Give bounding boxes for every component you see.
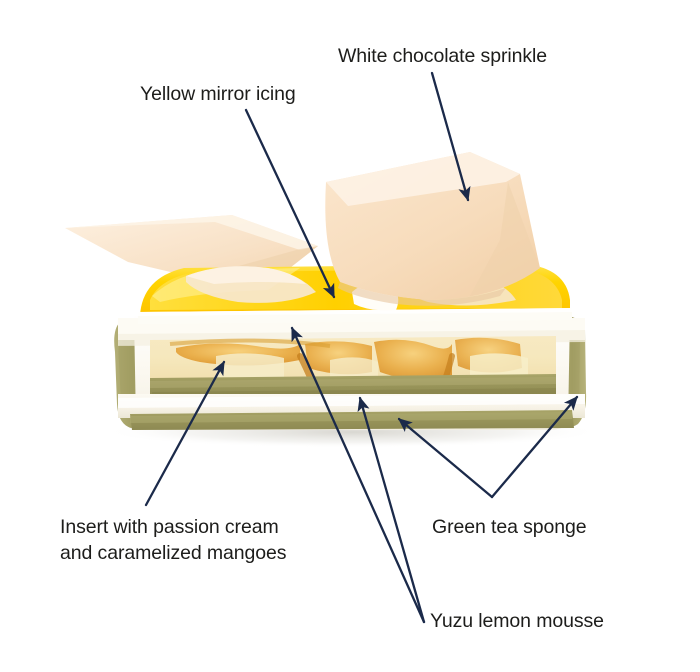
white-chocolate-sheet-right [325,152,540,306]
passion-cream-insert [150,336,556,382]
label-insert-line-2: and caramelized mangoes [60,542,287,564]
leader-white-chocolate-sprinkle [430,71,471,202]
label-green-tea-sponge: Green tea sponge [432,516,587,538]
leader-yuzu-mousse-a [290,326,426,624]
leader-yellow-mirror-icing [244,108,336,299]
leader-yuzu-mousse-b [357,396,426,624]
leader-lines [144,71,579,624]
label-yellow-mirror-icing: Yellow mirror icing [140,83,296,105]
cake-photo-illustration [65,152,587,430]
label-yuzu-lemon-mousse: Yuzu lemon mousse [430,610,604,632]
label-white-chocolate-sprinkle: White chocolate sprinkle [338,45,547,67]
leader-insert-passion-cream [144,360,226,507]
label-insert-line-1: Insert with passion cream [60,516,279,538]
green-tea-sponge-base [130,410,574,430]
leader-green-tea-sponge-b [490,395,579,499]
caramelized-mango-pieces [169,337,528,378]
leader-green-tea-sponge-a [397,417,494,499]
label-insert-passion-cream: Insert with passion cream and caramelize… [60,514,320,566]
